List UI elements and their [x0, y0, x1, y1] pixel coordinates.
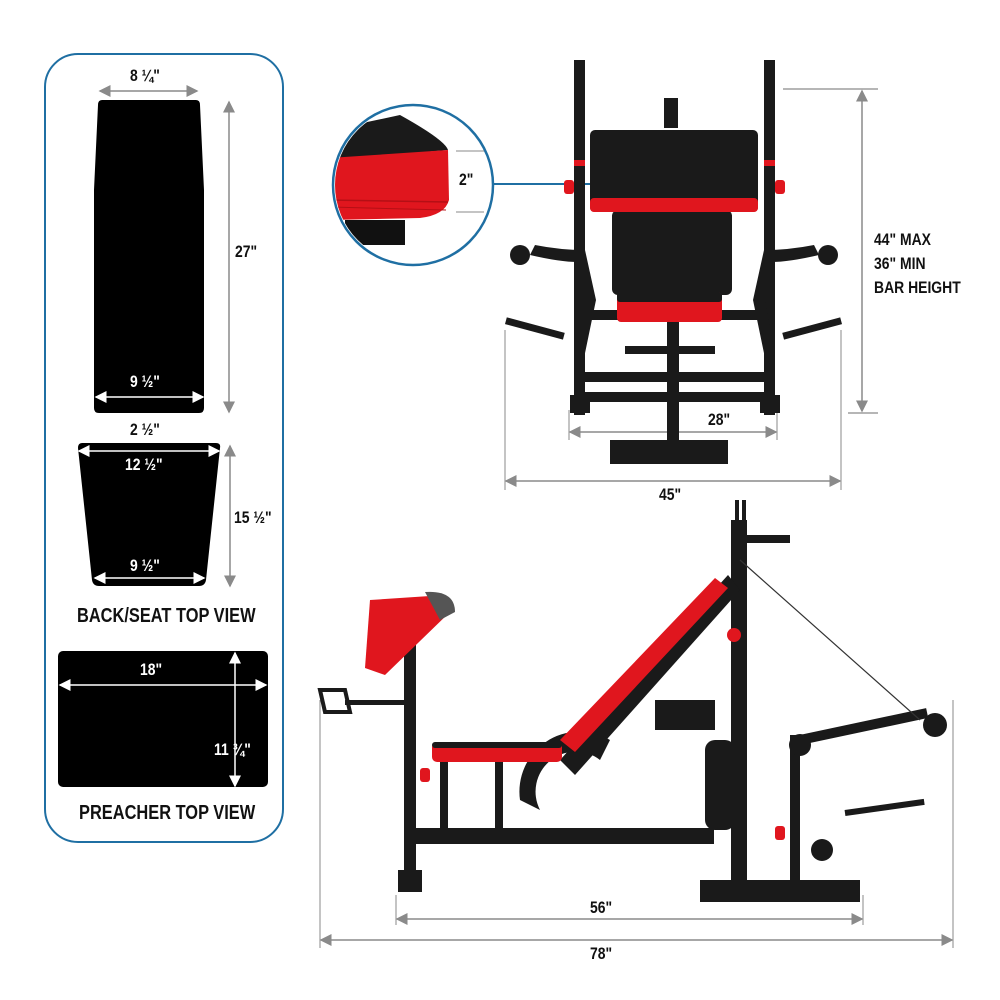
base-length-label: 56"	[590, 898, 613, 917]
back-seat-caption: BACK/SEAT TOP VIEW	[77, 605, 256, 627]
pad-thickness-label: 2"	[459, 170, 474, 189]
back-pad-shape	[94, 100, 204, 413]
overall-length-label: 78"	[590, 944, 613, 963]
seat-pad-top-width-label: 12 ½"	[125, 455, 163, 474]
bar-height-max: 44" MAX	[874, 230, 931, 249]
back-pad-length-label: 27"	[235, 242, 258, 261]
bar-height-min: 36" MIN	[874, 254, 926, 273]
bar-height-label: 44" MAX 36" MIN BAR HEIGHT	[874, 228, 980, 300]
seat-pad-length-label: 15 ½"	[234, 508, 272, 527]
overall-width-label: 45"	[659, 485, 682, 504]
inner-width-label: 28"	[708, 410, 731, 429]
preacher-pad-width-label: 18"	[140, 660, 163, 679]
back-pad-bottom-width-label: 9 ½"	[130, 372, 160, 391]
preacher-caption: PREACHER TOP VIEW	[79, 802, 256, 824]
preacher-pad-depth-label: 11 ¾"	[214, 740, 251, 759]
back-pad-top-width-label: 8 ¼"	[130, 66, 160, 85]
bar-height-caption: BAR HEIGHT	[874, 278, 961, 297]
pad-dimensions-panel	[44, 53, 284, 843]
seat-pad-bottom-width-label: 9 ½"	[130, 556, 160, 575]
pad-gap-label: 2 ½"	[130, 420, 160, 439]
seat-pad-shape	[78, 443, 221, 586]
